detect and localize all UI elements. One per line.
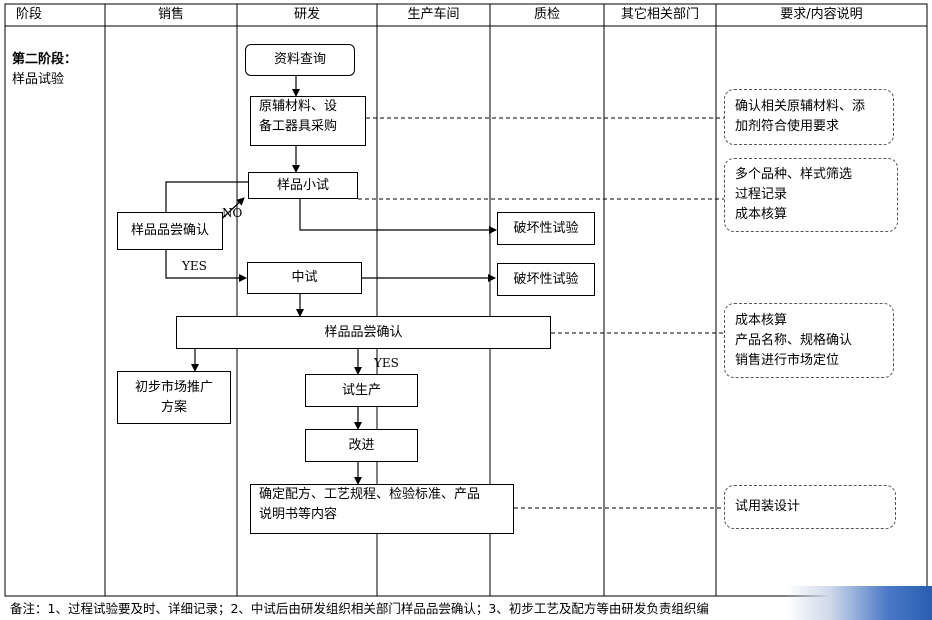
node-finalize-line1: 确定配方、工艺规程、检验标准、产品 (259, 487, 481, 502)
note-materials: 确认相关原辅材料、添 加剂符合使用要求 (724, 89, 894, 145)
arrow-yes-pilot (165, 250, 247, 282)
stage-subtitle: 样品试验 (12, 72, 65, 87)
node-market-line1: 初步市场推广 (134, 379, 213, 395)
node-destructive-2: 破坏性试验 (497, 263, 595, 296)
stage-title: 第二阶段： (12, 52, 78, 67)
node-procurement-line2: 备工器具采购 (259, 119, 338, 134)
header-workshop: 生产车间 (407, 7, 460, 22)
note-sample-pack-line1: 试用装设计 (735, 499, 801, 514)
header-requirements: 要求/内容说明 (780, 7, 863, 22)
header-other-dept: 其它相关部门 (620, 7, 699, 22)
node-destructive-1: 破坏性试验 (497, 212, 595, 245)
note-costing-line3: 销售进行市场定位 (735, 352, 840, 368)
note-materials-line2: 加剂符合使用要求 (735, 119, 840, 134)
note-costing-line1: 成本核算 (735, 312, 788, 328)
header-qc: 质检 (533, 7, 560, 22)
arrow-trial-destructive (299, 198, 497, 234)
note-sample-pack: 试用装设计 (724, 485, 896, 529)
label-no: NO (222, 206, 243, 220)
footer-remark: 备注：1、过程试验要及时、详细记录；2、中试后由研发组织相关部门样品品尝确认；3… (10, 601, 709, 616)
arrow-trial-tasting (165, 181, 248, 212)
note-materials-line1: 确认相关原辅材料、添 (735, 99, 866, 114)
node-small-trial: 样品小试 (248, 172, 358, 199)
header-stage: 阶段 (15, 7, 42, 22)
header-rnd: 研发 (293, 7, 320, 22)
node-info-query: 资料查询 (245, 44, 355, 76)
stage-label: 第二阶段： 样品试验 (12, 50, 77, 90)
note-costing-line2: 产品名称、规格确认 (735, 332, 853, 348)
note-screening: 多个品种、样式筛选 过程记录 成本核算 (724, 158, 898, 232)
node-procurement-line1: 原辅材料、设 (259, 99, 338, 114)
node-procurement: 原辅材料、设 备工器具采购 (250, 96, 366, 146)
note-screening-line3: 成本核算 (735, 207, 788, 222)
note-costing: 成本核算 产品名称、规格确认 销售进行市场定位 (724, 303, 894, 378)
node-trial-production: 试生产 (305, 374, 418, 407)
node-finalize-line2: 说明书等内容 (259, 507, 338, 522)
node-pilot: 中试 (247, 262, 362, 294)
note-screening-line1: 多个品种、样式筛选 (735, 167, 853, 182)
label-yes-1: YES (182, 259, 207, 273)
header-sales: 销售 (157, 7, 184, 22)
node-market-line2: 方案 (160, 399, 187, 415)
node-market-plan: 初步市场推广 方案 (117, 371, 231, 424)
node-finalize: 确定配方、工艺规程、检验标准、产品 说明书等内容 (250, 484, 514, 534)
node-tasting-1: 样品品尝确认 (117, 212, 223, 250)
node-tasting-2: 样品品尝确认 (176, 316, 551, 349)
node-improve: 改进 (305, 429, 418, 462)
watermark-overlay (786, 586, 932, 620)
note-screening-line2: 过程记录 (735, 187, 788, 202)
label-yes-2: YES (374, 356, 399, 370)
